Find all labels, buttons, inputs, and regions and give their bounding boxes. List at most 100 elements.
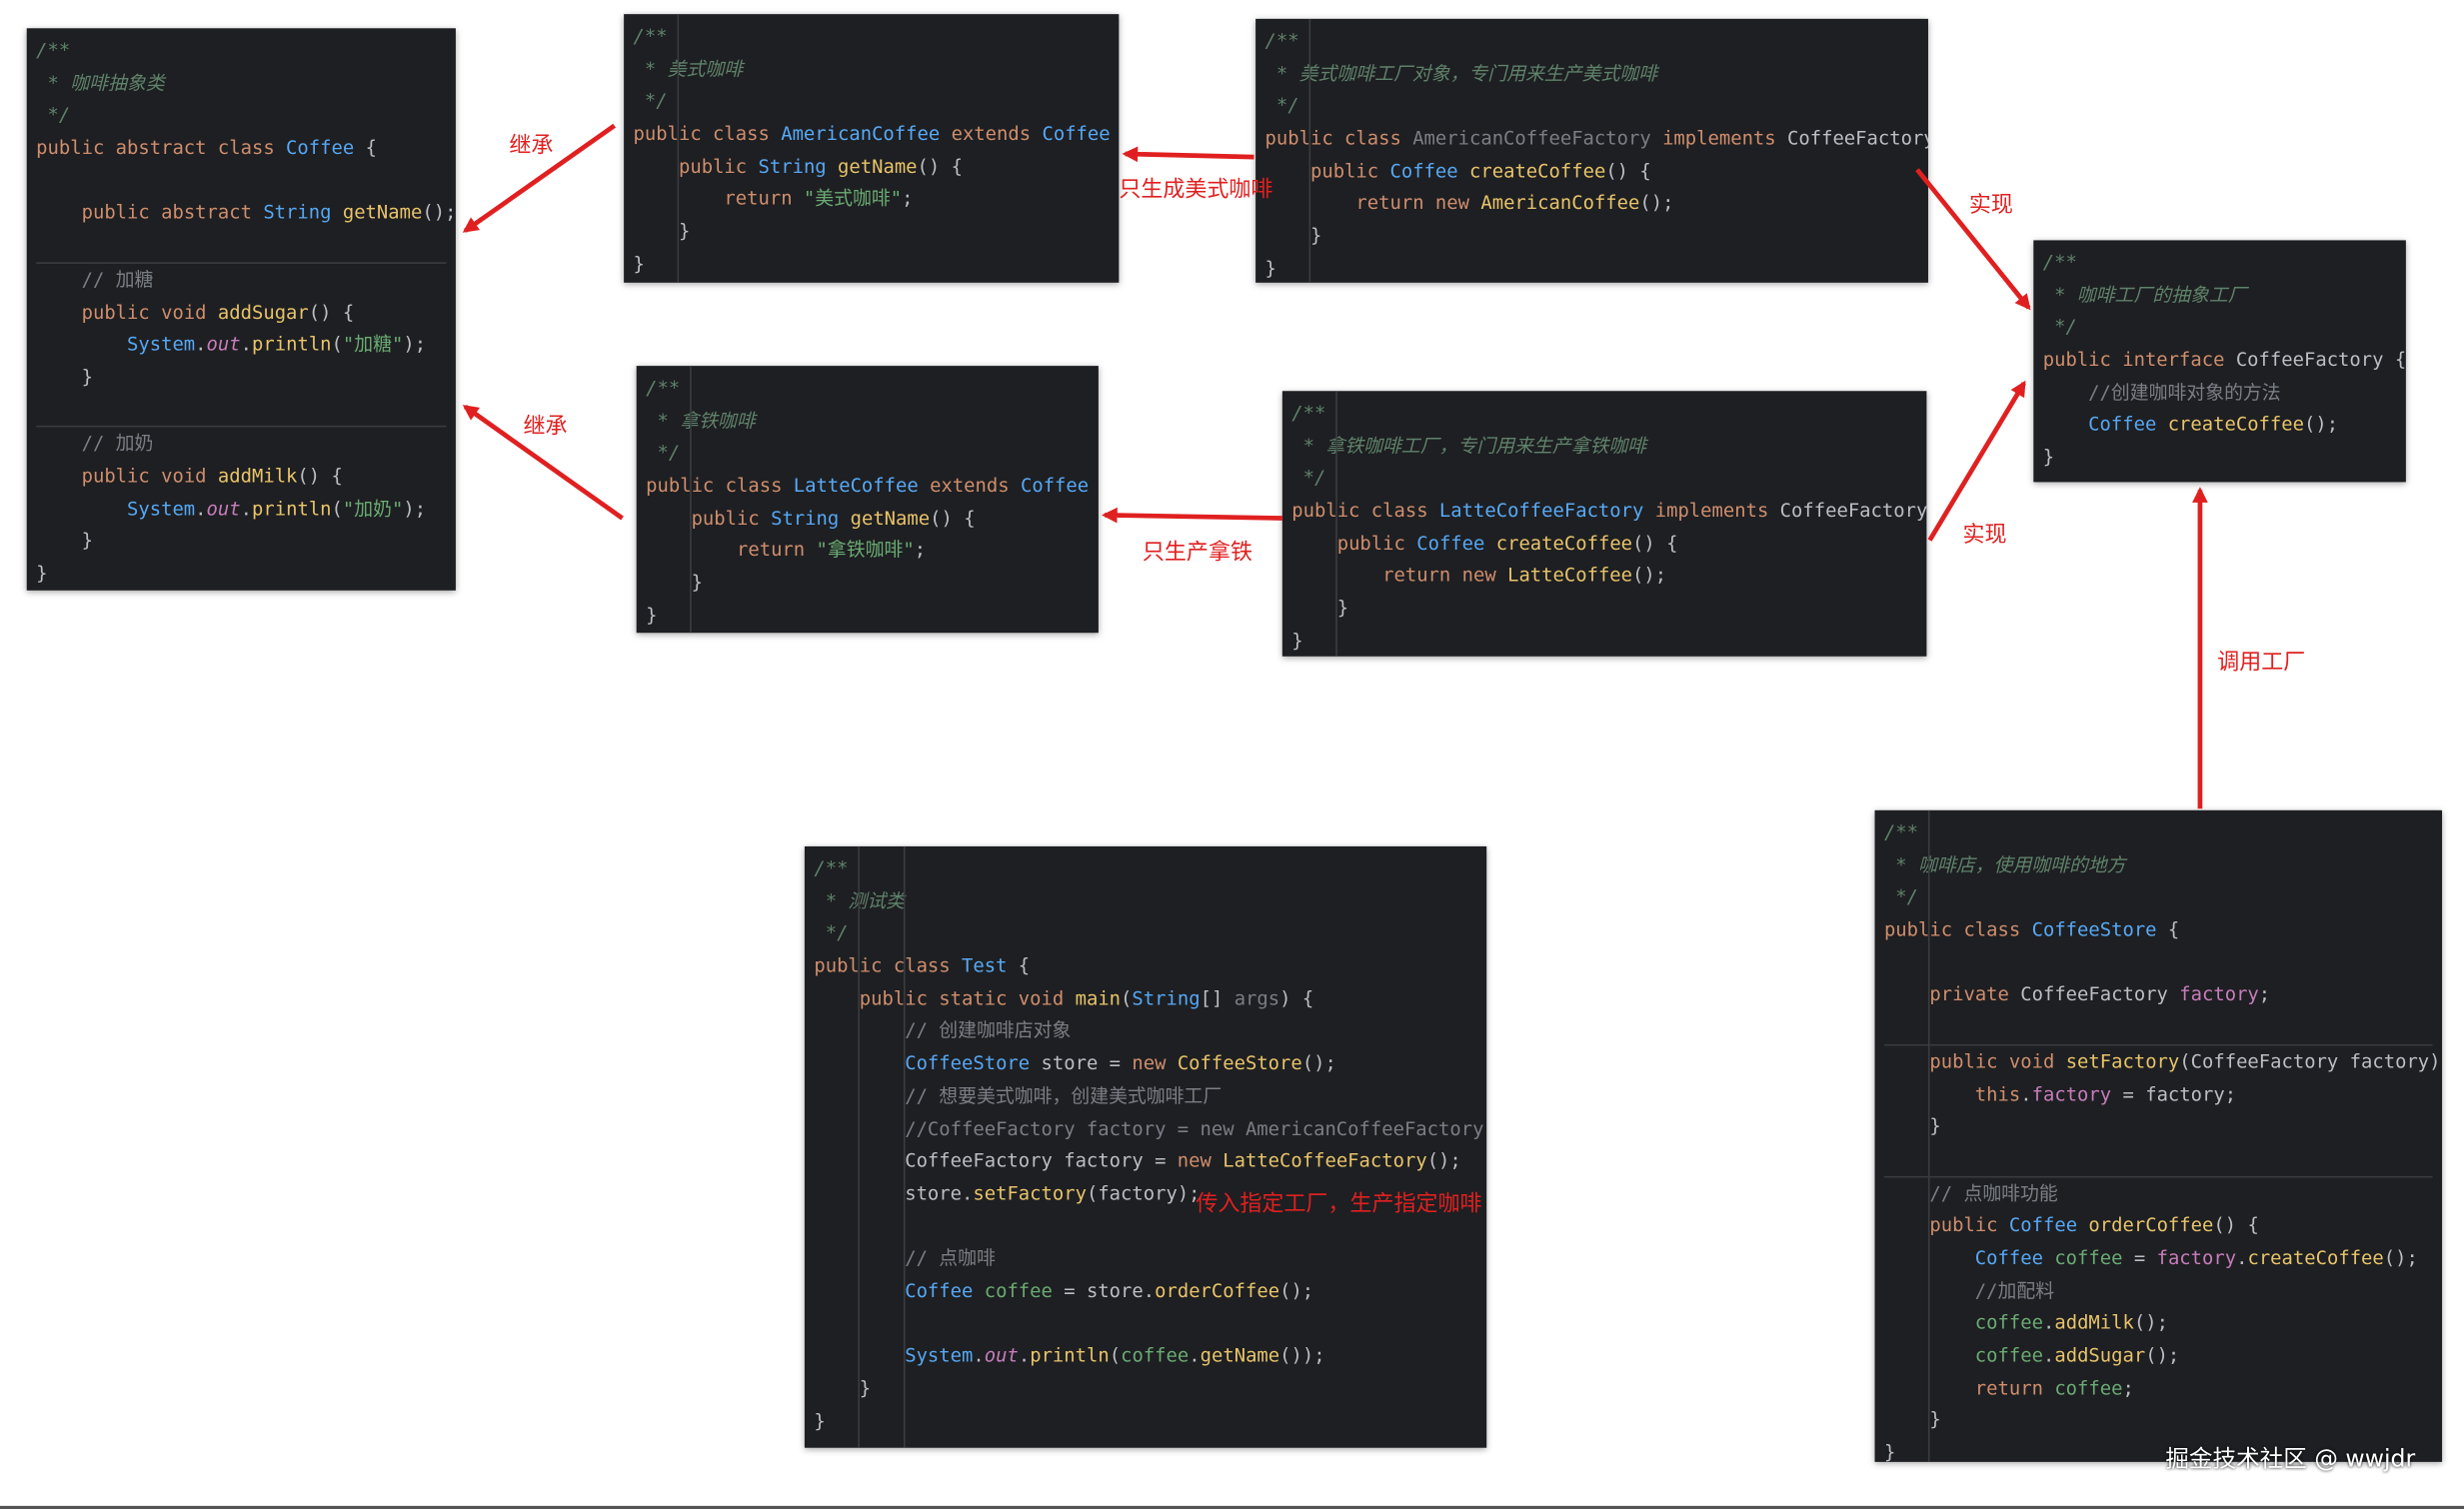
- code-token: //创建咖啡对象的方法: [2042, 381, 2281, 404]
- code-token: coffee: [1121, 1344, 1190, 1367]
- code-token: (: [331, 497, 343, 520]
- arrow-implement-american: [1915, 168, 2031, 311]
- code-token: }: [646, 572, 703, 595]
- code-token: Coffee: [1389, 159, 1470, 182]
- code-token: =: [2122, 1246, 2157, 1269]
- code-line: */: [646, 437, 1089, 470]
- code-line: */: [1884, 881, 2433, 914]
- code-line: }: [36, 525, 446, 558]
- code-line: /**: [814, 852, 1476, 885]
- code-token: getName: [1200, 1344, 1280, 1367]
- code-line: * 咖啡工厂的抽象工厂: [2043, 279, 2397, 312]
- code-line: // 创建咖啡店对象: [814, 1015, 1476, 1048]
- code-line: }: [2043, 442, 2397, 475]
- code-token: .: [2236, 1246, 2248, 1269]
- code-token: public class: [1883, 918, 2032, 941]
- code-token: out: [206, 497, 241, 520]
- code-line: /**: [634, 20, 1110, 53]
- code-token: CoffeeFactory: [2020, 983, 2180, 1006]
- code-token: }: [1264, 224, 1322, 247]
- bottom-rule: [0, 1505, 2464, 1509]
- code-token: extends: [918, 474, 1021, 497]
- code-token: //加配料: [1883, 1279, 2055, 1302]
- code-token: getName: [342, 201, 423, 224]
- arrow-inherit-latte: [462, 405, 624, 521]
- code-token: AmericanCoffeeFactory: [1412, 127, 1651, 150]
- code-token: */: [1883, 885, 1919, 908]
- code-token: ();: [2383, 1246, 2418, 1269]
- code-token: }: [1883, 1409, 1941, 1432]
- code-token: Coffee: [1042, 122, 1111, 145]
- code-token: System: [127, 333, 196, 356]
- code-token: }: [814, 1377, 872, 1400]
- code-token: (: [1121, 986, 1133, 1009]
- code-token: Coffee: [1974, 1246, 2055, 1269]
- code-token: {: [2156, 918, 2180, 941]
- code-token: String: [758, 155, 839, 178]
- code-token: AmericanCoffee: [781, 122, 941, 145]
- code-token: */: [633, 90, 668, 113]
- code-token: public class: [1291, 499, 1439, 522]
- code-token: implements: [1650, 127, 1788, 150]
- code-block-coffee-store: /** * 咖啡店，使用咖啡的地方 */public class CoffeeS…: [1874, 809, 2443, 1462]
- code-token: CoffeeStore: [905, 1051, 1042, 1074]
- code-block-latte-coffee: /** * 拿铁咖啡 */public class LatteCoffee ex…: [636, 366, 1099, 634]
- code-line: this.factory = factory;: [1884, 1078, 2433, 1111]
- code-token: */: [646, 442, 681, 465]
- code-token: main: [1075, 986, 1122, 1009]
- code-token: this: [1974, 1082, 2021, 1105]
- code-line: CoffeeFactory factory = new LatteCoffeeF…: [814, 1145, 1476, 1178]
- code-token: * 拿铁咖啡: [646, 409, 756, 432]
- code-token: public: [1929, 1214, 2009, 1237]
- code-line: // 想要美式咖啡，创建美式咖啡工厂: [814, 1080, 1476, 1113]
- code-token: public abstract: [81, 201, 264, 224]
- code-token: () {: [917, 155, 963, 178]
- indent-guide: [690, 366, 692, 634]
- code-line: System.out.println("加糖");: [36, 329, 446, 362]
- code-token: /**: [1883, 820, 1919, 843]
- code-token: ();: [1279, 1279, 1314, 1302]
- code-token: ());: [1279, 1344, 1325, 1367]
- code-token: (CoffeeFactory factory) {: [2179, 1049, 2443, 1072]
- code-token: .: [973, 1344, 985, 1367]
- code-token: ();: [1301, 1051, 1336, 1074]
- code-token: extends: [940, 122, 1043, 145]
- label-only-latte: 只生产拿铁: [1142, 540, 1252, 566]
- code-token: ();: [2133, 1311, 2168, 1334]
- code-line: /**: [1265, 25, 1919, 58]
- code-line: public class CoffeeStore {: [1884, 914, 2433, 947]
- code-token: new: [1132, 1051, 1178, 1074]
- code-line: */: [814, 917, 1476, 950]
- code-token: createCoffee: [2167, 413, 2304, 436]
- code-line: return "美式咖啡";: [634, 183, 1110, 216]
- code-token: * 拿铁咖啡工厂，专门用来生产拿铁咖啡: [1291, 434, 1647, 457]
- code-token: ();: [1639, 192, 1674, 215]
- code-line: * 咖啡抽象类: [36, 67, 446, 100]
- code-line: coffee.addSugar();: [1884, 1339, 2433, 1372]
- code-token: store =: [1041, 1051, 1133, 1074]
- code-token: ;: [2122, 1376, 2134, 1399]
- code-line: public abstract class Coffee {: [36, 132, 446, 165]
- code-token: Coffee: [1020, 474, 1090, 497]
- code-token: ) {: [1279, 986, 1314, 1009]
- code-line: */: [1265, 90, 1919, 123]
- code-token: public void: [81, 300, 218, 323]
- code-token: ();: [1632, 564, 1667, 587]
- code-line: coffee.addMilk();: [1884, 1307, 2433, 1340]
- code-line: /**: [2043, 247, 2397, 280]
- code-line: // 加奶: [36, 426, 447, 460]
- code-block-test: /** * 测试类 */public class Test { public s…: [804, 845, 1487, 1448]
- code-token: .: [2042, 1311, 2055, 1334]
- arrow-factory-american: [1122, 146, 1254, 163]
- code-token: * 美式咖啡工厂对象，专门用来生产美式咖啡: [1264, 62, 1658, 85]
- code-token: String: [263, 201, 343, 224]
- code-token: ();: [2145, 1344, 2180, 1367]
- code-line: return new AmericanCoffee();: [1265, 188, 1919, 221]
- code-token: }: [36, 562, 48, 585]
- code-token: addMilk: [217, 465, 298, 488]
- code-token: }: [633, 220, 691, 243]
- code-token: Coffee: [2088, 413, 2168, 436]
- code-token: private: [1929, 983, 2021, 1006]
- indent-guide: [1308, 18, 1311, 283]
